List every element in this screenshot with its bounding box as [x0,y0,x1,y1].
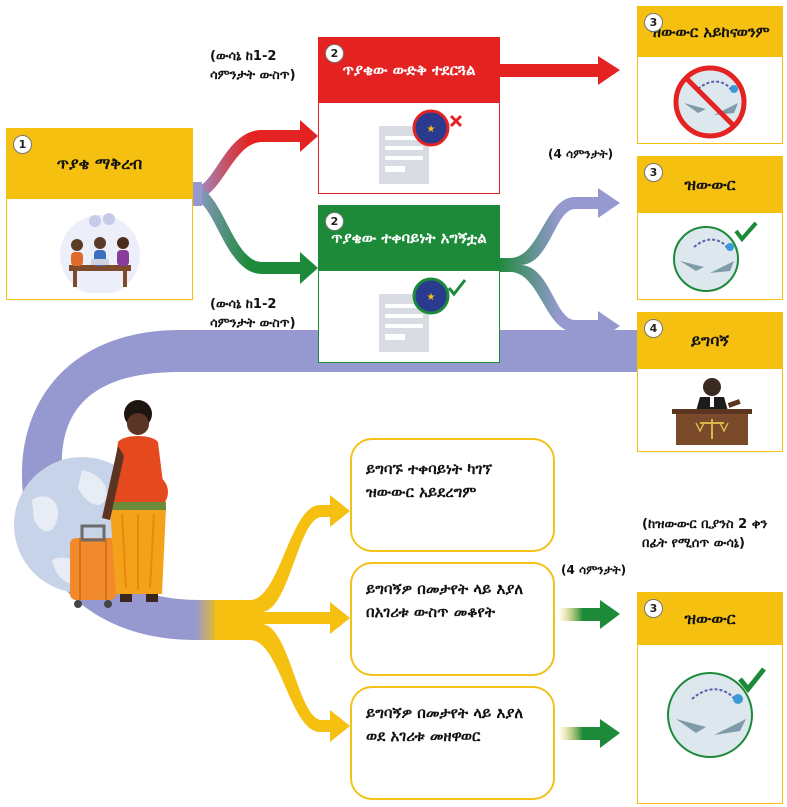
svg-text:★: ★ [427,124,436,135]
note-decision-time-bottom: (ውሳኔ ከ1-2 ሳምንታት ውስጥ) [210,297,296,331]
note-before-transfer: (ከዝውውር ቢያንስ 2 ቀን በፊት የሚሰጥ ውሳኔ) [642,517,768,551]
note-four-weeks-bottom: (4 ሳምንታት) [561,563,627,577]
red-branch [193,120,318,200]
approved-document-icon: ★ [379,277,467,352]
card-appeal: ይግባኝ 4 [637,312,783,452]
card-rejected-title: ጥያቄው ውድቅ ተደርጓል [342,61,476,80]
step-number-badge: 3 [644,163,663,182]
green-out-2 [558,727,603,740]
card-apply: ጥያቄ ማቅረብ 1 [6,128,193,300]
card-approved: ጥያቄው ተቀባይነት አግኝቷል 2 ★ [318,205,500,363]
card-transfer-final-title: ዝውውር [684,609,736,628]
card-transfer: ዝውውር 3 [637,156,783,300]
approved-split [498,188,620,341]
yellow-fan [215,495,350,742]
green-out-1 [558,608,603,621]
appeal-outcome-2: ይግባኝዎ በመታየት ላይ እያለ በአገሪቱ ውስጥ መቆየት [350,562,555,676]
card-no-transfer-title: ዝውውር አይከናወንም [650,22,770,41]
step-number-badge: 1 [13,135,32,154]
family-at-table-icon [60,213,140,293]
plane-transfer-icon [673,221,758,292]
svg-text:★: ★ [427,292,436,303]
card-approved-header: ጥያቄው ተቀባይነት አግኝቷል [319,206,499,271]
appeal-outcome-3: ይግባኝዎ በመታየት ላይ እያለ ወደ አገሪቱ መዘዋወር [350,686,555,800]
note-four-weeks-top: (4 ሳምንታት) [548,147,614,161]
judge-court-icon [672,378,752,445]
card-rejected: ጥያቄው ውድቅ ተደርጓል 2 ★ [318,37,500,194]
card-rejected-header: ጥያቄው ውድቅ ተደርጓል [319,38,499,103]
appeal-outcome-1: ይግባኙ ተቀባይነት ካገኘ ዝውውር አይደረግም [350,438,555,552]
woman-with-suitcase-icon [70,400,168,608]
step-number-badge: 4 [644,319,663,338]
card-transfer-title: ዝውውር [684,175,736,194]
no-transfer-icon [673,65,747,139]
card-approved-title: ጥያቄው ተቀባይነት አግኝቷል [331,229,487,248]
red-out-arrow [500,64,600,77]
step-number-badge: 2 [325,212,344,231]
card-transfer-final-header: ዝውውር [638,593,782,645]
step-number-badge: 3 [644,13,663,32]
green-branch [193,186,318,284]
card-no-transfer-header: ዝውውር አይከናወንም [638,7,782,57]
card-transfer-header: ዝውውር [638,157,782,213]
rejected-document-icon: ★ [379,109,463,184]
step-number-badge: 3 [644,599,663,618]
card-no-transfer: ዝውውር አይከናወንም 3 [637,6,783,144]
card-transfer-final: ዝውውር 3 [637,592,783,804]
plane-transfer-icon [667,667,766,758]
card-apply-header: ጥያቄ ማቅረብ [7,129,192,199]
note-decision-time-top: (ውሳኔ ከ1-2 ሳምንታት ውስጥ) [210,49,296,83]
card-appeal-title: ይግባኝ [691,331,729,350]
appeal-band [21,330,640,640]
step-number-badge: 2 [325,44,344,63]
card-apply-title: ጥያቄ ማቅረብ [56,154,143,173]
card-appeal-header: ይግባኝ [638,313,782,369]
